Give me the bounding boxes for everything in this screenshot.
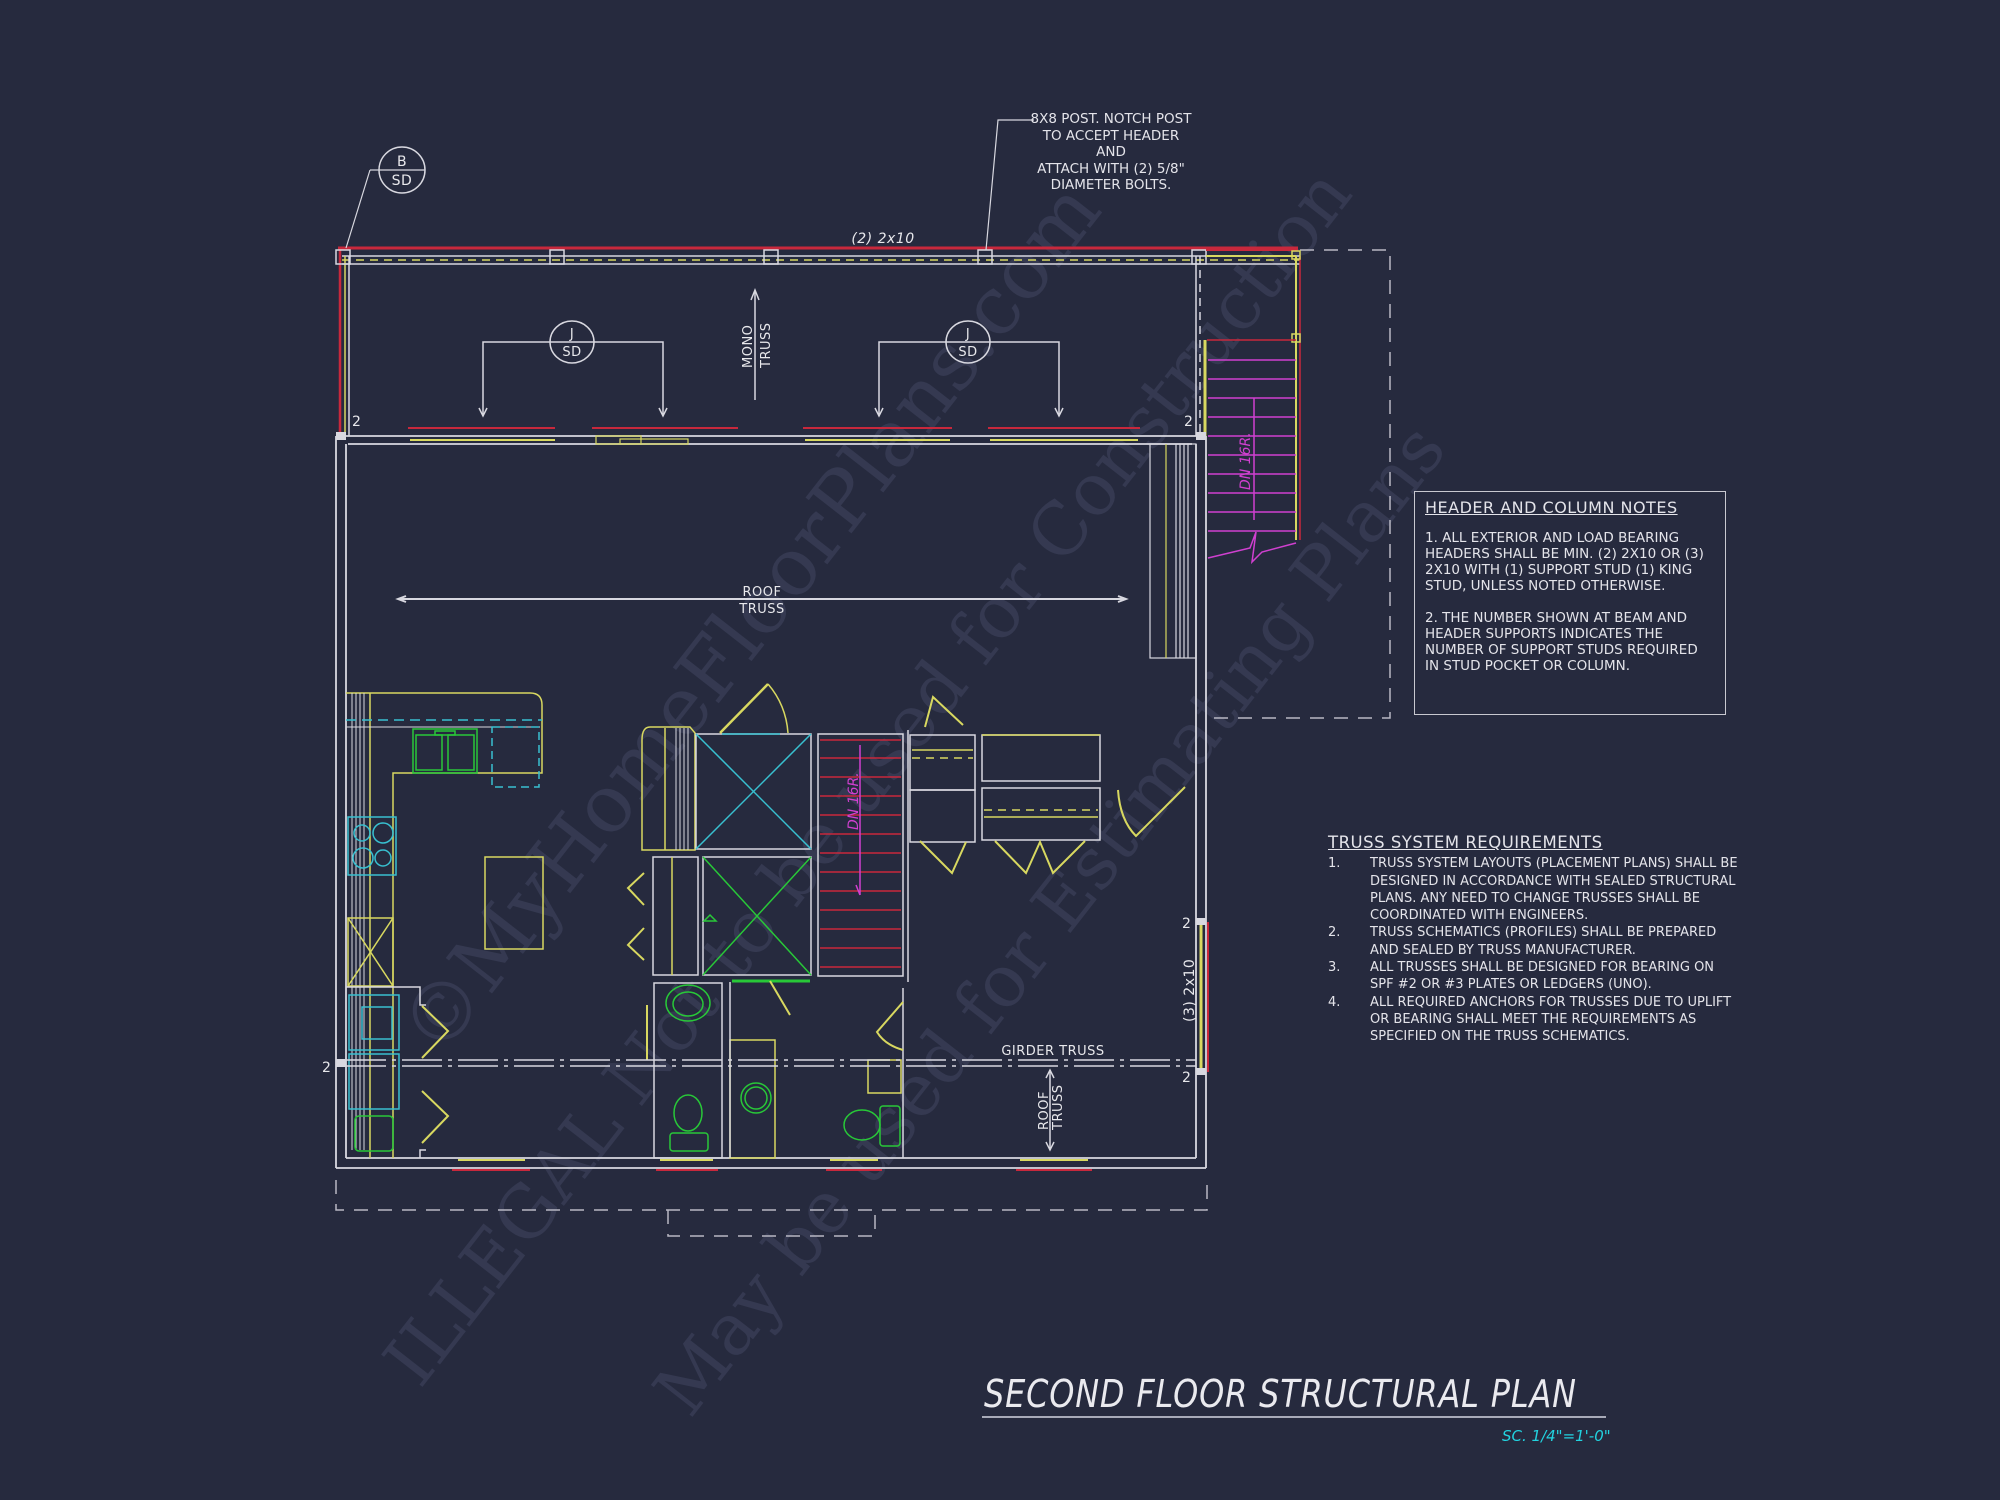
truss-requirement-item: 2.TRUSS SCHEMATICS (PROFILES) SHALL BE P… [1328, 925, 1717, 958]
girder-truss-label: GIRDER TRUSS [1001, 1044, 1104, 1059]
truss-requirement-item: 3.ALL TRUSSES SHALL BE DESIGNED FOR BEAR… [1328, 960, 1715, 993]
plan-title: SECOND FLOOR STRUCTURAL PLAN [984, 1372, 1577, 1416]
section-b-bottom: SD [392, 173, 413, 189]
center-core [626, 683, 904, 1016]
roof-truss-lower-arrow [1045, 1068, 1055, 1152]
post-callout-note: 8x8 POST. NOTCH POST TO ACCEPT HEADER AN… [1030, 111, 1192, 193]
truss-requirement-item: 4.ALL REQUIRED ANCHORS FOR TRUSSES DUE T… [1328, 994, 1732, 1045]
mono-truss-arrow [750, 287, 760, 400]
roof-truss-lower-label-1: ROOF [1037, 1091, 1052, 1130]
top-wall-headers: 2 2 [336, 414, 1206, 445]
section-marker-j2 [874, 320, 1064, 418]
roof-truss-label-1: ROOF [743, 585, 782, 600]
bathrooms [646, 982, 904, 1159]
right-wall-casing [1149, 443, 1197, 659]
bottom-wall-windows [452, 1159, 1092, 1171]
right-header-size: (3) 2x10 [1182, 959, 1198, 1022]
section-marker-b: B SD [345, 146, 426, 249]
top-header-size: (2) 2x10 [851, 231, 914, 247]
watermark: ©MyHomeFloorPlans.com ILLEGAL Not to be … [367, 153, 1462, 1430]
section-j2-top: J [965, 327, 970, 342]
exterior-stair-label: DN 16R. [1238, 432, 1254, 490]
roof-truss-label-2: TRUSS [738, 602, 785, 617]
section-j2-bottom: SD [958, 345, 977, 360]
mono-truss-label-1: MONO [741, 325, 756, 368]
right-wall-header: 2 2 (3) 2x10 [1182, 916, 1209, 1086]
truss-requirement-item: 1.TRUSS SYSTEM LAYOUTS (PLACEMENT PLANS)… [1328, 856, 1738, 924]
stud-count-left: 2 [322, 1060, 331, 1076]
title-underline [982, 1416, 1606, 1418]
stud-count-right-upper: 2 [1182, 916, 1191, 932]
header-column-notes: HEADER AND COLUMN NOTES 1. ALL EXTERIOR … [1414, 491, 1726, 715]
stud-count-top-left: 2 [352, 414, 361, 430]
kitchen [346, 692, 544, 1158]
header-note-2: 2. THE NUMBER SHOWN AT BEAM AND HEADER S… [1425, 610, 1698, 674]
post-callout-leader [985, 119, 1034, 251]
header-column-notes-title: HEADER AND COLUMN NOTES [1425, 498, 1678, 517]
mono-truss-label-2: TRUSS [759, 323, 774, 370]
roof-truss-lower-label-2: TRUSS [1051, 1085, 1066, 1132]
stud-count-top-right: 2 [1184, 414, 1193, 430]
plan-scale: SC. 1/4"=1'-0" [1502, 1427, 1611, 1445]
truss-requirements-title: TRUSS SYSTEM REQUIREMENTS [1328, 833, 1603, 852]
roof-truss-span-arrow [395, 595, 1129, 603]
section-b-top: B [397, 154, 407, 170]
girder-truss-line [346, 1059, 1196, 1067]
exterior-stair: DN 16R. [1203, 249, 1301, 565]
dashed-outline [335, 249, 1391, 1237]
section-j1-bottom: SD [562, 345, 581, 360]
header-note-1: 1. ALL EXTERIOR AND LOAD BEARING HEADERS… [1425, 530, 1704, 594]
right-closets [907, 695, 1186, 982]
section-j1-top: J [569, 327, 574, 342]
truss-system-requirements: TRUSS SYSTEM REQUIREMENTS 1.TRUSS SYSTEM… [1328, 834, 1738, 1046]
section-marker-j1 [478, 320, 668, 418]
stud-count-right-lower: 2 [1182, 1070, 1191, 1086]
main-stair-label: DN 16R. [846, 772, 862, 830]
top-beam [335, 246, 1300, 436]
